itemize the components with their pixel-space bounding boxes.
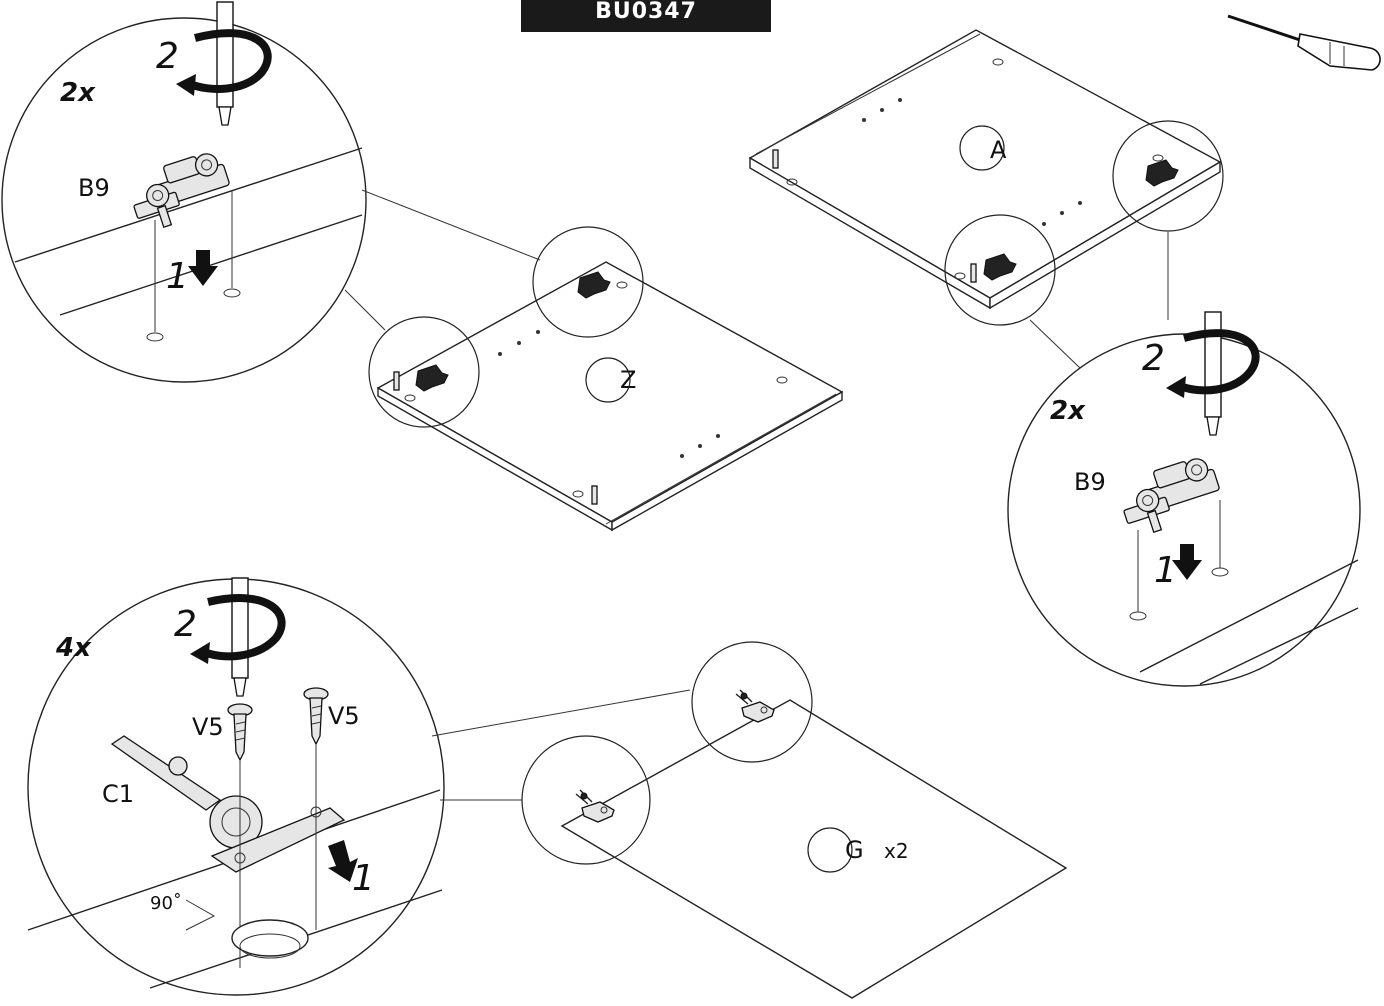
step-1-label-g: 1 (352, 858, 375, 899)
part-label-b9-z: B9 (78, 174, 110, 202)
quantity-label-g: 4x (55, 633, 92, 663)
screw-label-v5-left: V5 (192, 713, 224, 741)
screw-v5-right (303, 687, 329, 746)
callout-line (431, 689, 691, 737)
panel-label-g: G (845, 836, 864, 864)
panel-z-drawing: Z (368, 226, 844, 532)
panel-a-drawing: A (748, 29, 1224, 326)
screwdriver-icon (1227, 14, 1381, 71)
step-2-label-a: 2 (1142, 338, 1165, 379)
step-2-label-g: 2 (174, 604, 197, 645)
callout-line (344, 289, 386, 331)
panel-g-drawing: G x2 (521, 641, 1068, 999)
panel-label-z: Z (620, 366, 636, 394)
panel-quantity-g: x2 (884, 839, 909, 863)
detail-circle-a-hinge-plate: 2x 2 1 B9 (1007, 311, 1361, 687)
angle-label: 90˚ (150, 893, 182, 914)
step-1-label-a: 1 (1154, 550, 1177, 591)
hinge-label-c1: C1 (102, 780, 134, 808)
step-1-label-z: 1 (166, 256, 189, 297)
quantity-label-z: 2x (60, 78, 96, 108)
hinge-c1 (110, 735, 346, 873)
step-2-label-z: 2 (156, 36, 179, 77)
callout-line (1029, 319, 1081, 369)
part-label-b9-a: B9 (1074, 468, 1106, 496)
screw-label-v5-right: V5 (328, 702, 360, 730)
document-code-banner: BU0347 (521, 0, 771, 32)
screw-v5-left (227, 703, 253, 762)
detail-circle-g-hinge: 4x 2 1 V5 V5 C1 90˚ (27, 577, 445, 996)
panel-label-a: A (990, 136, 1007, 164)
callout-line (361, 189, 541, 261)
quantity-label-a: 2x (1050, 396, 1086, 426)
detail-circle-z-hinge-plate: 2x 2 1 B9 (1, 1, 367, 383)
